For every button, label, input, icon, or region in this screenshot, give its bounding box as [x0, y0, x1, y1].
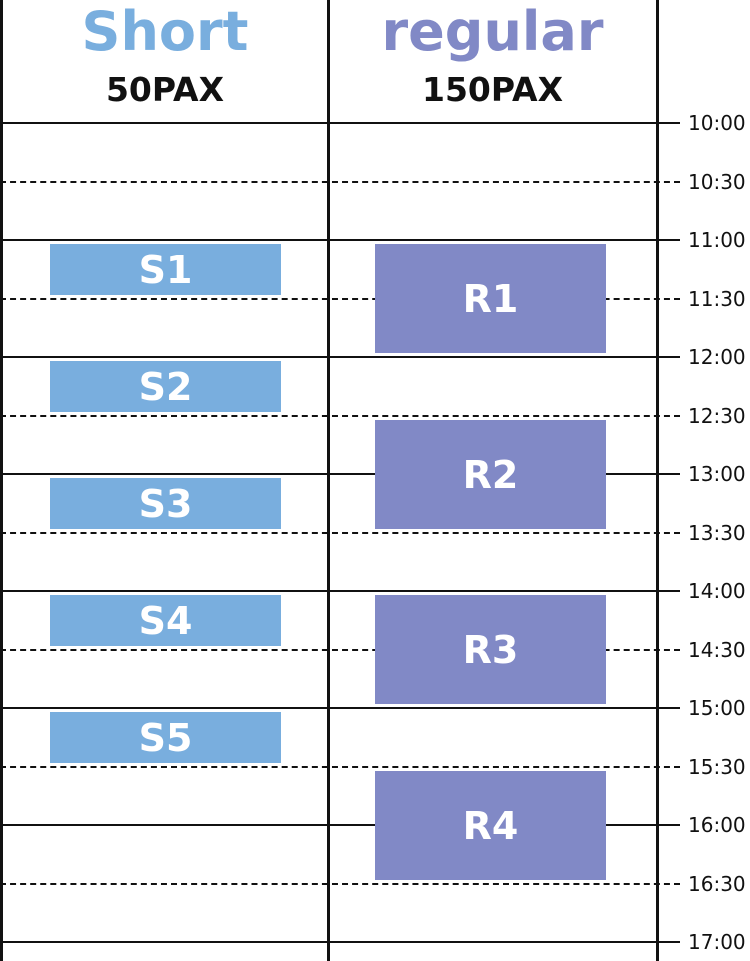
- time-label: 16:30: [688, 872, 746, 896]
- session-label: R2: [462, 452, 519, 497]
- hour-gridline: [0, 590, 680, 592]
- session-label: S5: [138, 715, 193, 760]
- column-regular-title: regular: [381, 0, 604, 63]
- session-label: S3: [138, 481, 193, 526]
- half-hour-gridline: [0, 883, 680, 885]
- time-label: 10:00: [688, 111, 746, 135]
- session-label: R3: [462, 627, 519, 672]
- column-short-capacity: 50PAX: [105, 70, 225, 109]
- session-block-r3: R3: [375, 595, 606, 704]
- session-label: R1: [462, 276, 519, 321]
- hour-gridline: [0, 122, 680, 124]
- time-label: 11:00: [688, 228, 746, 252]
- time-label: 12:00: [688, 345, 746, 369]
- session-block-s2: S2: [50, 361, 281, 412]
- session-label: S1: [138, 247, 193, 292]
- session-label: R4: [462, 803, 519, 848]
- column-regular-capacity: 150PAX: [421, 70, 564, 109]
- time-label: 15:30: [688, 755, 746, 779]
- hour-gridline: [0, 239, 680, 241]
- session-block-r1: R1: [375, 244, 606, 353]
- time-label: 12:30: [688, 404, 746, 428]
- session-block-r4: R4: [375, 771, 606, 880]
- column-short-title: Short: [81, 0, 249, 63]
- hour-gridline: [0, 941, 680, 943]
- hour-gridline: [0, 824, 680, 826]
- hour-gridline: [0, 707, 680, 709]
- session-block-s3: S3: [50, 478, 281, 529]
- time-label: 13:30: [688, 521, 746, 545]
- time-axis-line: [656, 0, 659, 961]
- session-block-s4: S4: [50, 595, 281, 646]
- time-label: 10:30: [688, 170, 746, 194]
- left-border-line: [0, 0, 3, 961]
- time-label: 11:30: [688, 287, 746, 311]
- session-block-r2: R2: [375, 420, 606, 529]
- column-divider-line: [327, 0, 330, 961]
- time-label: 14:00: [688, 579, 746, 603]
- hour-gridline: [0, 356, 680, 358]
- session-label: S4: [138, 598, 193, 643]
- session-block-s1: S1: [50, 244, 281, 295]
- time-label: 15:00: [688, 696, 746, 720]
- half-hour-gridline: [0, 532, 680, 534]
- half-hour-gridline: [0, 415, 680, 417]
- time-label: 14:30: [688, 638, 746, 662]
- hour-gridline: [0, 473, 680, 475]
- half-hour-gridline: [0, 766, 680, 768]
- half-hour-gridline: [0, 649, 680, 651]
- session-block-s5: S5: [50, 712, 281, 763]
- time-label: 17:00: [688, 930, 746, 954]
- half-hour-gridline: [0, 181, 680, 183]
- time-label: 16:00: [688, 813, 746, 837]
- time-label: 13:00: [688, 462, 746, 486]
- half-hour-gridline: [0, 298, 680, 300]
- session-label: S2: [138, 364, 193, 409]
